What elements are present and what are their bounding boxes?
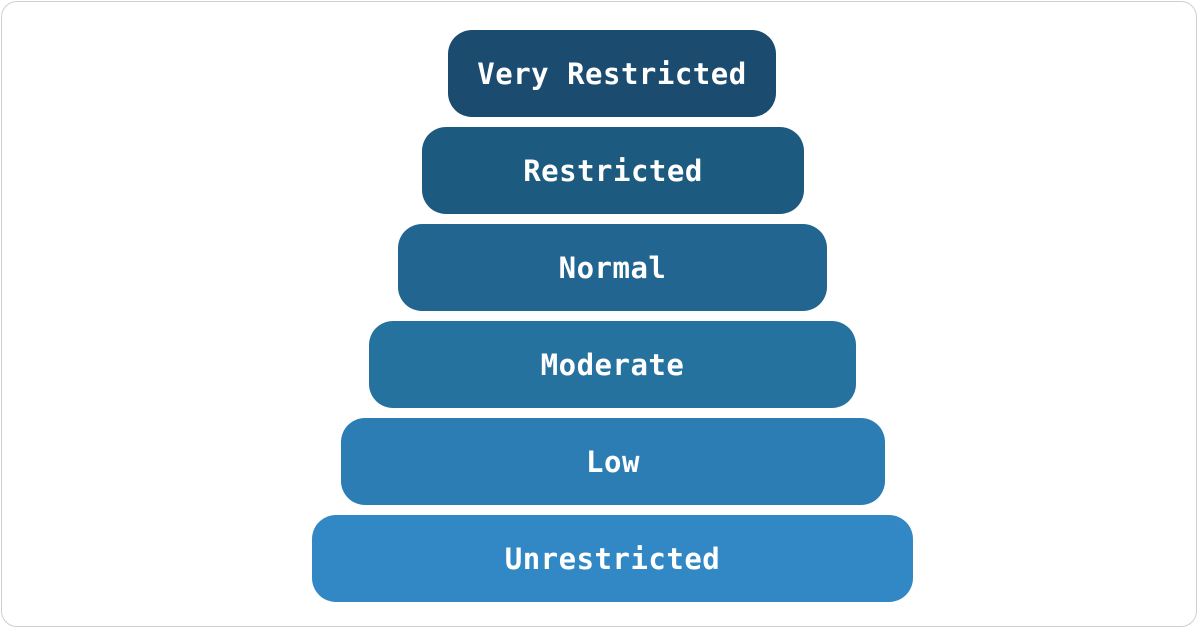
tier-label: Low (586, 444, 640, 479)
tier-label: Moderate (540, 347, 685, 382)
tier-label: Restricted (523, 153, 703, 188)
tier-moderate: Moderate (369, 321, 856, 408)
tier-normal: Normal (398, 224, 827, 311)
tier-unrestricted: Unrestricted (312, 515, 913, 602)
tier-low: Low (341, 418, 885, 505)
tier-restricted: Restricted (422, 127, 804, 214)
tier-label: Normal (558, 250, 667, 285)
tier-label: Unrestricted (504, 541, 721, 576)
tier-label: Very Restricted (477, 56, 747, 91)
tier-very-restricted: Very Restricted (448, 30, 776, 117)
